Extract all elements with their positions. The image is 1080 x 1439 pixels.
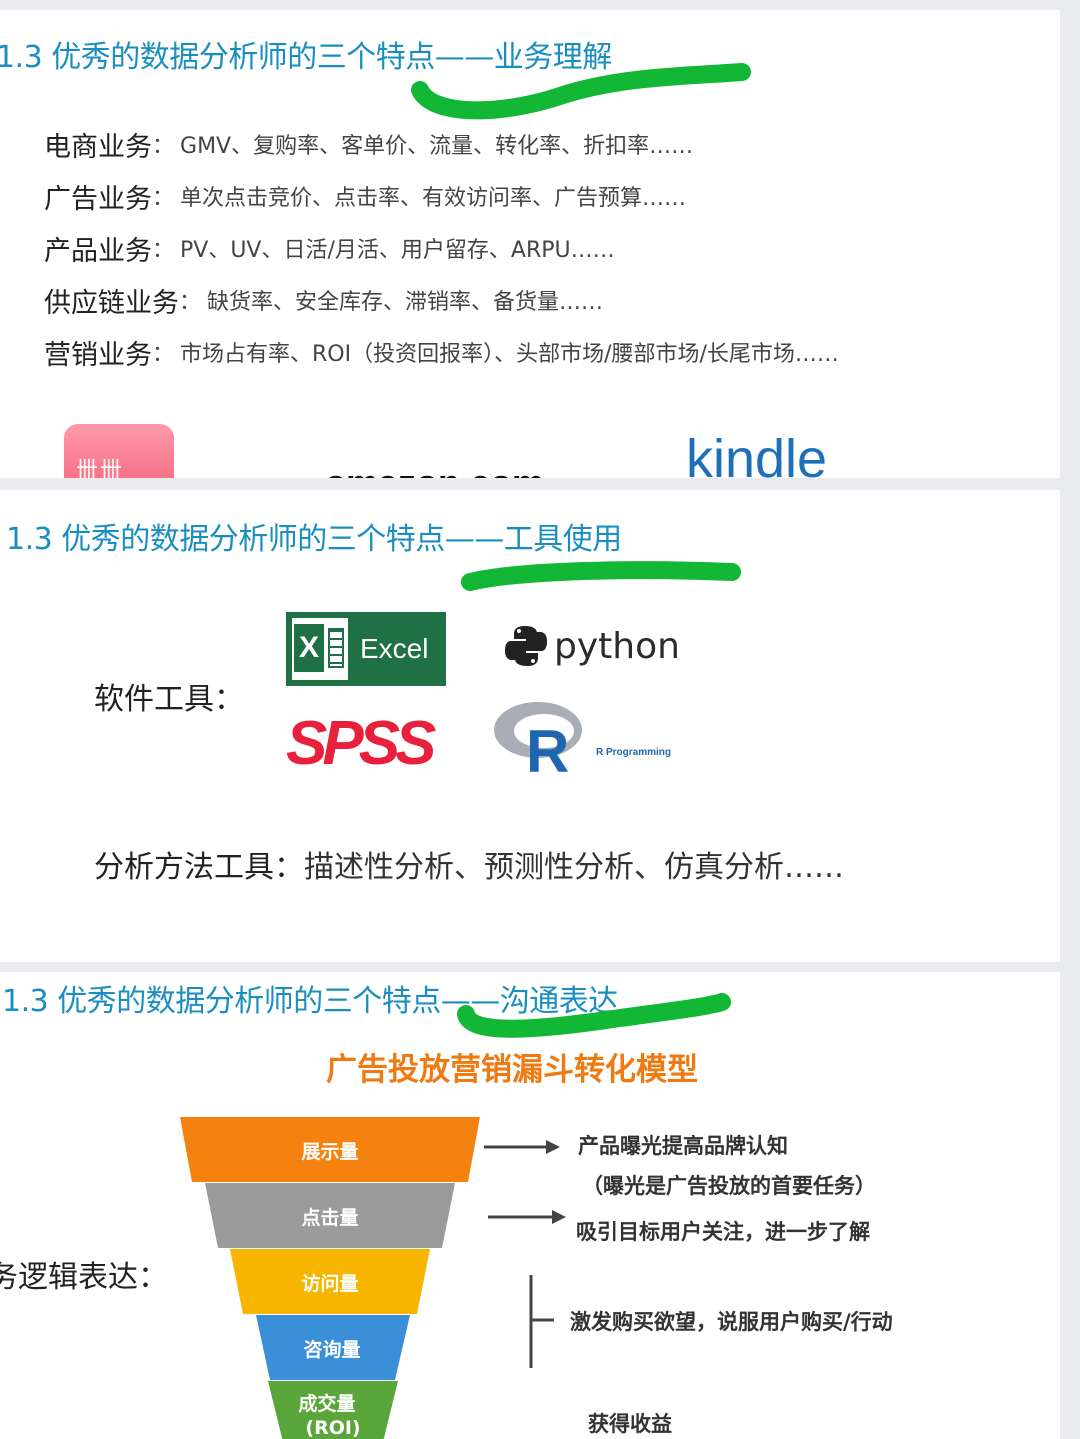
business-metrics-list: 电商业务：GMV、复购率、客单价、流量、转化率、折扣率…… 广告业务：单次点击竞… [44,118,839,378]
funnel-stage-visits [230,1249,430,1314]
python-label: python [554,625,680,667]
funnel-stage-impressions [180,1117,480,1182]
funnel-stage-inquiries [256,1315,410,1380]
analysis-value: 描述性分析、预测性分析、仿真分析…… [304,850,844,885]
kindle-logo: kindle [686,429,828,478]
biz-separator: ： [152,134,175,159]
arrow-icon [484,1140,560,1154]
biz-value: GMV、复购率、客单价、流量、转化率、折扣率…… [180,134,694,159]
biz-separator: ： [179,290,202,315]
funnel-stage-label: 访问量 [301,1272,358,1295]
biz-key: 电商业务 [44,131,152,163]
slide-business-understanding: 1.3 优秀的数据分析师的三个特点——业务理解 电商业务：GMV、复购率、客单价… [0,10,1060,478]
r-programming-logo: R R Programming [492,698,671,774]
funnel-diagram: 展示量 点击量 访问量 咨询量 成交量 (ROI) [180,1117,566,1439]
funnel-stage-label: 点击量 [301,1207,358,1229]
spss-logo: SPSS [286,709,436,778]
biz-key: 广告业务 [44,183,152,215]
arrow-icon [488,1210,566,1224]
biz-value: 市场占有率、ROI（投资回报率）、头部市场/腰部市场/长尾市场…… [180,342,839,367]
biz-separator: ： [152,342,175,367]
slide-title: 1.3 优秀的数据分析师的三个特点——沟通表达 [2,984,618,1019]
python-logo: python [504,624,680,668]
amazon-logo: amazon.com [326,462,544,478]
funnel-stage-label: 展示量 [301,1141,358,1163]
green-marker-stroke [457,993,731,1038]
r-icon: R [494,702,582,774]
biz-key: 营销业务 [44,339,152,371]
bracket-icon [529,1275,554,1368]
biz-row-product: 产品业务：PV、UV、日活/月活、用户留存、ARPU…… [44,222,839,274]
python-icon [505,626,547,666]
excel-logo: X Excel [286,612,446,686]
analysis-methods-row: 分析方法工具：描述性分析、预测性分析、仿真分析…… [94,842,844,886]
slide-title: 1.3 优秀的数据分析师的三个特点——业务理解 [0,40,612,75]
biz-value: 单次点击竞价、点击率、有效访问率、广告预算…… [180,186,687,211]
slide-title: 1.3 优秀的数据分析师的三个特点——工具使用 [6,522,622,557]
funnel-stage-clicks [205,1183,455,1248]
analysis-key: 分析方法工具： [94,850,304,885]
biz-value: PV、UV、日活/月活、用户留存、ARPU…… [180,238,615,263]
excel-label: Excel [360,633,429,664]
funnel-note: 激发购买欲望，说服用户购买/行动 [570,1310,893,1334]
biz-key: 供应链业务 [44,287,179,319]
funnel-stage-deals [268,1381,398,1439]
green-marker-stroke [461,561,741,591]
logic-expression-label: 务逻辑表达： [0,1260,168,1295]
biz-separator: ： [152,238,175,263]
funnel-stage-label-roi: (ROI) [305,1417,360,1439]
biz-row-supply-chain: 供应链业务：缺货率、安全库存、滞销率、备货量…… [44,274,839,326]
software-tools-label: 软件工具： [94,682,244,717]
funnel-note: 获得收益 [588,1412,672,1436]
excel-icon: X [292,618,348,680]
funnel-title: 广告投放营销漏斗转化模型 [326,1052,698,1088]
biz-row-marketing: 营销业务：市场占有率、ROI（投资回报率）、头部市场/腰部市场/长尾市场…… [44,326,839,378]
funnel-stage-label: 咨询量 [303,1338,360,1361]
biz-row-advertising: 广告业务：单次点击竞价、点击率、有效访问率、广告预算…… [44,170,839,222]
biz-row-ecommerce: 电商业务：GMV、复购率、客单价、流量、转化率、折扣率…… [44,118,839,170]
funnel-stage-label: 成交量 [298,1392,355,1415]
funnel-note: 吸引目标用户关注，进一步了解 [576,1220,870,1244]
green-marker-stroke [411,63,751,120]
pink-app-logo: 卌卌 [64,424,174,478]
r-letter: R [526,718,569,774]
funnel-note: 产品曝光提高品牌认知 [578,1134,788,1158]
funnel-note: （曝光是广告投放的首要任务） [582,1174,876,1198]
pink-logo-text: 卌卌 [76,458,125,478]
biz-separator: ： [152,186,175,211]
biz-key: 产品业务 [44,235,152,267]
r-programming-label: R Programming [596,747,672,758]
slide-communication: 1.3 优秀的数据分析师的三个特点——沟通表达 广告投放营销漏斗转化模型 务逻辑… [0,972,1060,1439]
slide-tool-usage: 1.3 优秀的数据分析师的三个特点——工具使用 软件工具： X Excel py… [0,490,1060,962]
biz-value: 缺货率、安全库存、滞销率、备货量…… [207,290,604,315]
